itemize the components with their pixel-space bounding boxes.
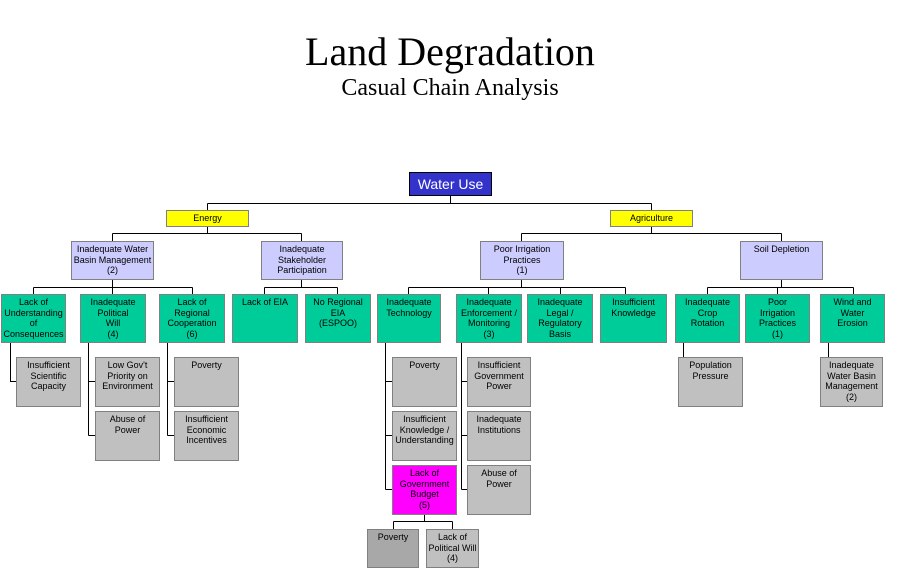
- node-gov-budget: Lack of Government Budget (5): [392, 465, 457, 515]
- node-soil-depletion: Soil Depletion: [740, 241, 823, 280]
- node-inadequate-tech: Inadequate Technology: [377, 294, 441, 343]
- node-institutions: Inadequate Institutions: [467, 411, 531, 461]
- node-legal: Inadequate Legal / Regulatory Basis: [527, 294, 593, 343]
- node-enforcement: Inadequate Enforcement / Monitoring (3): [456, 294, 522, 343]
- node-poor-irrigation: Poor Irrigation Practices (1): [480, 241, 564, 280]
- node-abuse-2: Abuse of Power: [467, 465, 531, 515]
- node-iwbm: Inadequate Water Basin Management (2): [71, 241, 154, 280]
- diagram-title: Land Degradation: [305, 29, 595, 74]
- node-poverty-3: Poverty: [367, 529, 419, 568]
- node-econ-incentives: Insufficient Economic Incentives: [174, 411, 239, 461]
- node-wind-water: Wind and Water Erosion: [820, 294, 885, 343]
- node-political-will: Inadequate Political Will (4): [80, 294, 146, 343]
- node-poverty-2: Poverty: [392, 357, 457, 407]
- node-water-use: Water Use: [409, 172, 492, 196]
- node-stakeholder: Inadequate Stakeholder Participation: [261, 241, 343, 280]
- node-regional-coop: Lack of Regional Cooperation (6): [159, 294, 225, 343]
- node-crop-rotation: Inadequate Crop Rotation: [675, 294, 740, 343]
- node-abuse-1: Abuse of Power: [95, 411, 160, 461]
- node-political-will-2: Lack of Political Will (4): [426, 529, 479, 568]
- node-agriculture: Agriculture: [610, 210, 693, 227]
- node-poverty-1: Poverty: [174, 357, 239, 407]
- node-no-regional-eia: No Regional EIA (ESPOO): [305, 294, 371, 343]
- node-poor-irrigation-2: Poor Irrigation Practices (1): [745, 294, 810, 343]
- node-energy: Energy: [166, 210, 249, 227]
- node-insuff-knowledge: Insufficient Knowledge: [600, 294, 667, 343]
- diagram-subtitle: Casual Chain Analysis: [341, 75, 559, 101]
- node-sci-capacity: Insufficient Scientific Capacity: [16, 357, 81, 407]
- node-gov-power: Insufficient Government Power: [467, 357, 531, 407]
- node-iwbm-2: Inadequate Water Basin Management (2): [820, 357, 883, 407]
- node-low-govt: Low Gov't Priority on Environment: [95, 357, 160, 407]
- node-lack-understanding: Lack of Understanding of Consequences: [1, 294, 66, 343]
- node-knowledge-understanding: Insufficient Knowledge / Understanding: [392, 411, 457, 461]
- node-population: Population Pressure: [678, 357, 743, 407]
- node-lack-eia: Lack of EIA: [232, 294, 298, 343]
